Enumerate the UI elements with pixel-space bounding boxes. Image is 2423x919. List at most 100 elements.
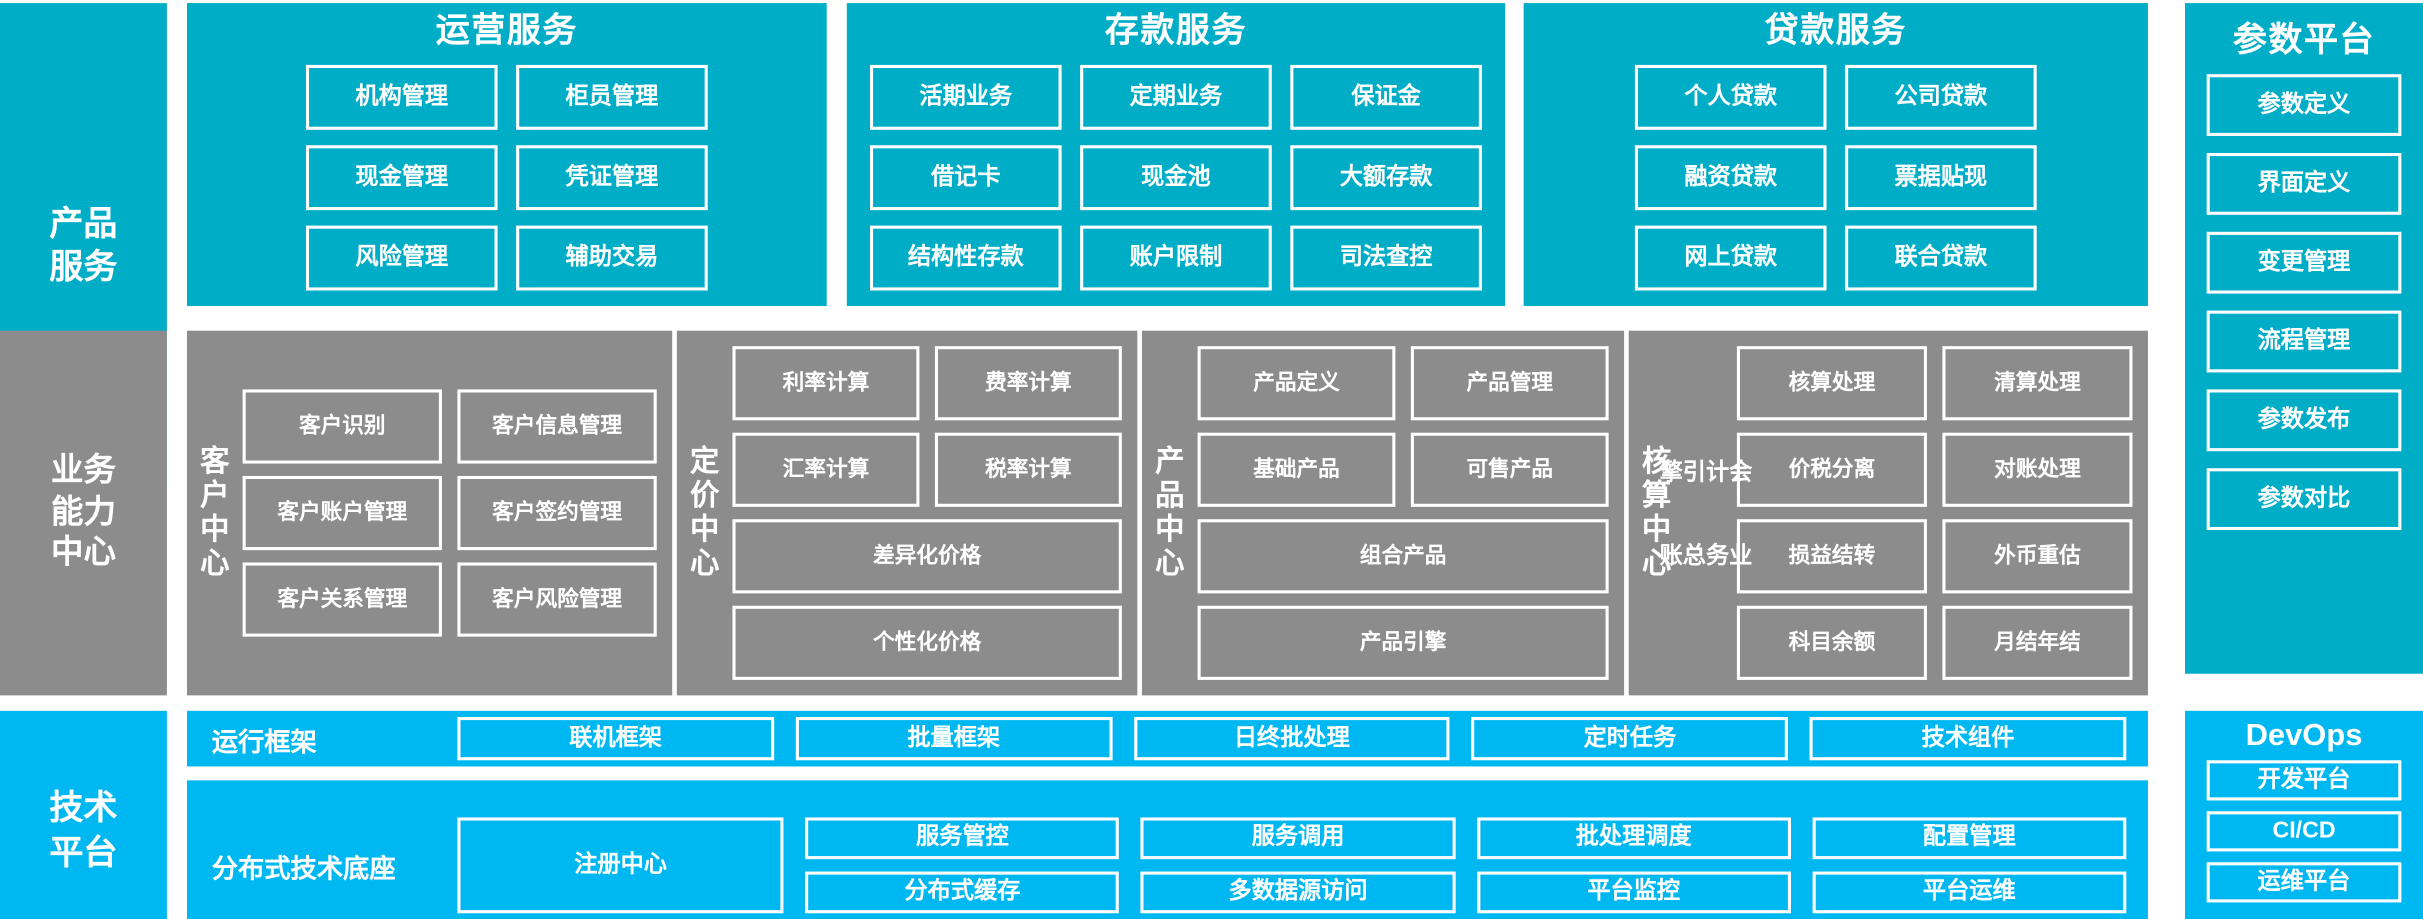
service-cell[interactable]: 凭证管理 bbox=[516, 145, 708, 211]
distributed-base-items: 注册中心 服务管控 分布式缓存 服务调用 多数据源访问 批处理调度 平台监控 配… bbox=[457, 817, 2148, 914]
group-pricing-center: 定价中心 利率计算 费率计算 汇率计算 税率计算 差异化价格 个性化价格 bbox=[676, 330, 1138, 696]
service-cell[interactable]: 司法查控 bbox=[1290, 225, 1482, 291]
service-cell[interactable]: 票据贴现 bbox=[1845, 145, 2037, 211]
tech-cell[interactable]: 批处理调度 bbox=[1476, 817, 1791, 860]
tech-cell[interactable]: 分布式缓存 bbox=[805, 871, 1120, 914]
vlabel-accounting-center: 核算中心 bbox=[1637, 445, 1670, 582]
capability-cell[interactable]: 客户关系管理 bbox=[242, 562, 442, 637]
capability-cell[interactable]: 科目余额 bbox=[1736, 605, 1927, 680]
service-cell[interactable]: 网上贷款 bbox=[1634, 225, 1827, 291]
distributed-base-column: 服务管控 分布式缓存 bbox=[805, 817, 1120, 914]
service-cell[interactable]: 辅助交易 bbox=[516, 225, 708, 291]
accounting-center-items: 核算处理 清算处理 价税分离 对账处理 损益结转 外币重估 科目余额 月结年结 bbox=[1731, 331, 2148, 696]
tech-cell[interactable]: 服务管控 bbox=[805, 817, 1120, 860]
distributed-base-column: 配置管理 平台运维 bbox=[1812, 817, 2127, 914]
run-framework-title: 运行框架 bbox=[211, 727, 317, 757]
devops-panel: DevOps 开发平台 CI/CD 运维平台 bbox=[2185, 710, 2423, 919]
capability-cell[interactable]: 外币重估 bbox=[1942, 519, 2133, 594]
tech-cell[interactable]: 服务调用 bbox=[1141, 817, 1456, 860]
service-cell[interactable]: 融资贷款 bbox=[1634, 145, 1827, 211]
service-cell[interactable]: 活期业务 bbox=[869, 64, 1062, 130]
service-cell[interactable]: 结构性存款 bbox=[869, 225, 1062, 291]
capability-cell[interactable]: 税率计算 bbox=[934, 432, 1122, 507]
devops-items: 开发平台 CI/CD 运维平台 bbox=[2185, 760, 2423, 903]
capability-cell[interactable]: 清算处理 bbox=[1942, 346, 2133, 421]
tech-cell[interactable]: 多数据源访问 bbox=[1141, 871, 1456, 914]
capability-cell[interactable]: 客户账户管理 bbox=[242, 475, 442, 551]
param-platform-panel: 参数平台 参数定义 界面定义 变更管理 流程管理 参数发布 参数对比 bbox=[2185, 3, 2423, 674]
vlabel-accounting-engine: 会计引擎 bbox=[1656, 458, 1753, 485]
capability-cell[interactable]: 产品定义 bbox=[1197, 346, 1396, 421]
capability-cell[interactable]: 客户签约管理 bbox=[457, 475, 657, 551]
registry-center-cell[interactable]: 注册中心 bbox=[457, 817, 784, 914]
vlabel-customer-center: 客户中心 bbox=[195, 445, 228, 582]
capability-cell[interactable]: 差异化价格 bbox=[732, 519, 1122, 594]
group-product-center: 产品中心 产品定义 产品管理 基础产品 可售产品 组合产品 产品引擎 bbox=[1141, 330, 1625, 696]
capability-cell[interactable]: 组合产品 bbox=[1197, 519, 1609, 594]
capability-cell[interactable]: 汇率计算 bbox=[732, 432, 920, 507]
service-cell[interactable]: 个人贷款 bbox=[1634, 64, 1827, 130]
param-cell[interactable]: 界面定义 bbox=[2206, 152, 2402, 215]
tech-cell[interactable]: 定时任务 bbox=[1471, 717, 1789, 761]
vlabel-pricing-center: 定价中心 bbox=[685, 445, 718, 582]
capability-cell[interactable]: 损益结转 bbox=[1736, 519, 1927, 594]
service-cell[interactable]: 柜员管理 bbox=[516, 64, 708, 130]
param-cell[interactable]: 变更管理 bbox=[2206, 231, 2402, 294]
tech-cell[interactable]: 日终批处理 bbox=[1133, 717, 1451, 761]
tech-cell[interactable]: 技术组件 bbox=[1809, 717, 2127, 761]
vlabel-business-ledger: 业务总账 bbox=[1656, 541, 1753, 568]
capability-cell[interactable]: 核算处理 bbox=[1736, 346, 1927, 421]
accounting-sub-labels: 会计引擎 业务总账 bbox=[1656, 331, 1753, 696]
capability-cell[interactable]: 可售产品 bbox=[1410, 432, 1609, 507]
group-accounting-center: 核算中心 会计引擎 业务总账 核算处理 清算处理 价税分离 对账处理 损益结转 … bbox=[1628, 330, 2148, 696]
service-cell[interactable]: 机构管理 bbox=[305, 64, 498, 130]
tech-cell[interactable]: 配置管理 bbox=[1812, 817, 2127, 860]
service-cell[interactable]: 定期业务 bbox=[1080, 64, 1272, 130]
capability-cell[interactable]: 价税分离 bbox=[1736, 432, 1927, 507]
devops-cell[interactable]: 开发平台 bbox=[2206, 760, 2402, 801]
tech-cell[interactable]: 批量框架 bbox=[795, 717, 1112, 761]
capability-cell[interactable]: 客户识别 bbox=[242, 389, 442, 464]
devops-cell[interactable]: 运维平台 bbox=[2206, 862, 2402, 903]
capability-cell[interactable]: 基础产品 bbox=[1197, 432, 1396, 507]
capability-cell[interactable]: 个性化价格 bbox=[732, 605, 1122, 680]
service-cell[interactable]: 现金管理 bbox=[305, 145, 498, 211]
param-platform-items: 参数定义 界面定义 变更管理 流程管理 参数发布 参数对比 bbox=[2185, 62, 2423, 546]
service-cell[interactable]: 联合贷款 bbox=[1845, 225, 2037, 291]
param-cell[interactable]: 参数对比 bbox=[2206, 468, 2402, 531]
group-title-operations-service: 运营服务 bbox=[435, 10, 578, 50]
capability-cell[interactable]: 产品管理 bbox=[1410, 346, 1609, 421]
service-cell[interactable]: 风险管理 bbox=[305, 225, 498, 291]
service-cell[interactable]: 账户限制 bbox=[1080, 225, 1272, 291]
capability-cell[interactable]: 客户风险管理 bbox=[457, 562, 657, 637]
devops-title: DevOps bbox=[2245, 718, 2363, 753]
service-cell[interactable]: 借记卡 bbox=[869, 145, 1062, 211]
service-cell[interactable]: 保证金 bbox=[1290, 64, 1482, 130]
vlabel-product-center: 产品中心 bbox=[1150, 445, 1183, 582]
group-title-loan-service: 贷款服务 bbox=[1764, 10, 1907, 50]
tech-cell[interactable]: 平台运维 bbox=[1812, 871, 2127, 914]
service-cell[interactable]: 大额存款 bbox=[1290, 145, 1482, 211]
run-framework-items: 联机框架 批量框架 日终批处理 定时任务 技术组件 bbox=[457, 717, 2148, 761]
capability-cell[interactable]: 产品引擎 bbox=[1197, 605, 1609, 680]
service-cell[interactable]: 现金池 bbox=[1080, 145, 1272, 211]
param-cell[interactable]: 参数定义 bbox=[2206, 74, 2402, 136]
distributed-base-column: 服务调用 多数据源访问 bbox=[1141, 817, 1456, 914]
capability-cell[interactable]: 利率计算 bbox=[732, 346, 920, 421]
devops-cell[interactable]: CI/CD bbox=[2206, 811, 2402, 852]
group-loan-service: 贷款服务 个人贷款 公司贷款 融资贷款 票据贴现 网上贷款 联合贷款 bbox=[1523, 3, 2148, 306]
loan-service-items: 个人贷款 公司贷款 融资贷款 票据贴现 网上贷款 联合贷款 bbox=[1524, 53, 2148, 306]
tech-cell[interactable]: 联机框架 bbox=[457, 717, 774, 761]
capability-cell[interactable]: 对账处理 bbox=[1942, 432, 2133, 507]
product-center-items: 产品定义 产品管理 基础产品 可售产品 组合产品 产品引擎 bbox=[1191, 331, 1624, 696]
tech-cell[interactable]: 平台监控 bbox=[1476, 871, 1791, 914]
run-framework-row: 运行框架 联机框架 批量框架 日终批处理 定时任务 技术组件 bbox=[186, 710, 2148, 767]
param-platform-title: 参数平台 bbox=[2232, 20, 2376, 59]
param-cell[interactable]: 参数发布 bbox=[2206, 389, 2402, 452]
capability-cell[interactable]: 月结年结 bbox=[1942, 605, 2133, 680]
service-cell[interactable]: 公司贷款 bbox=[1845, 64, 2037, 130]
capability-cell[interactable]: 客户信息管理 bbox=[457, 389, 657, 464]
param-cell[interactable]: 流程管理 bbox=[2206, 310, 2402, 373]
capability-cell[interactable]: 费率计算 bbox=[934, 346, 1122, 421]
